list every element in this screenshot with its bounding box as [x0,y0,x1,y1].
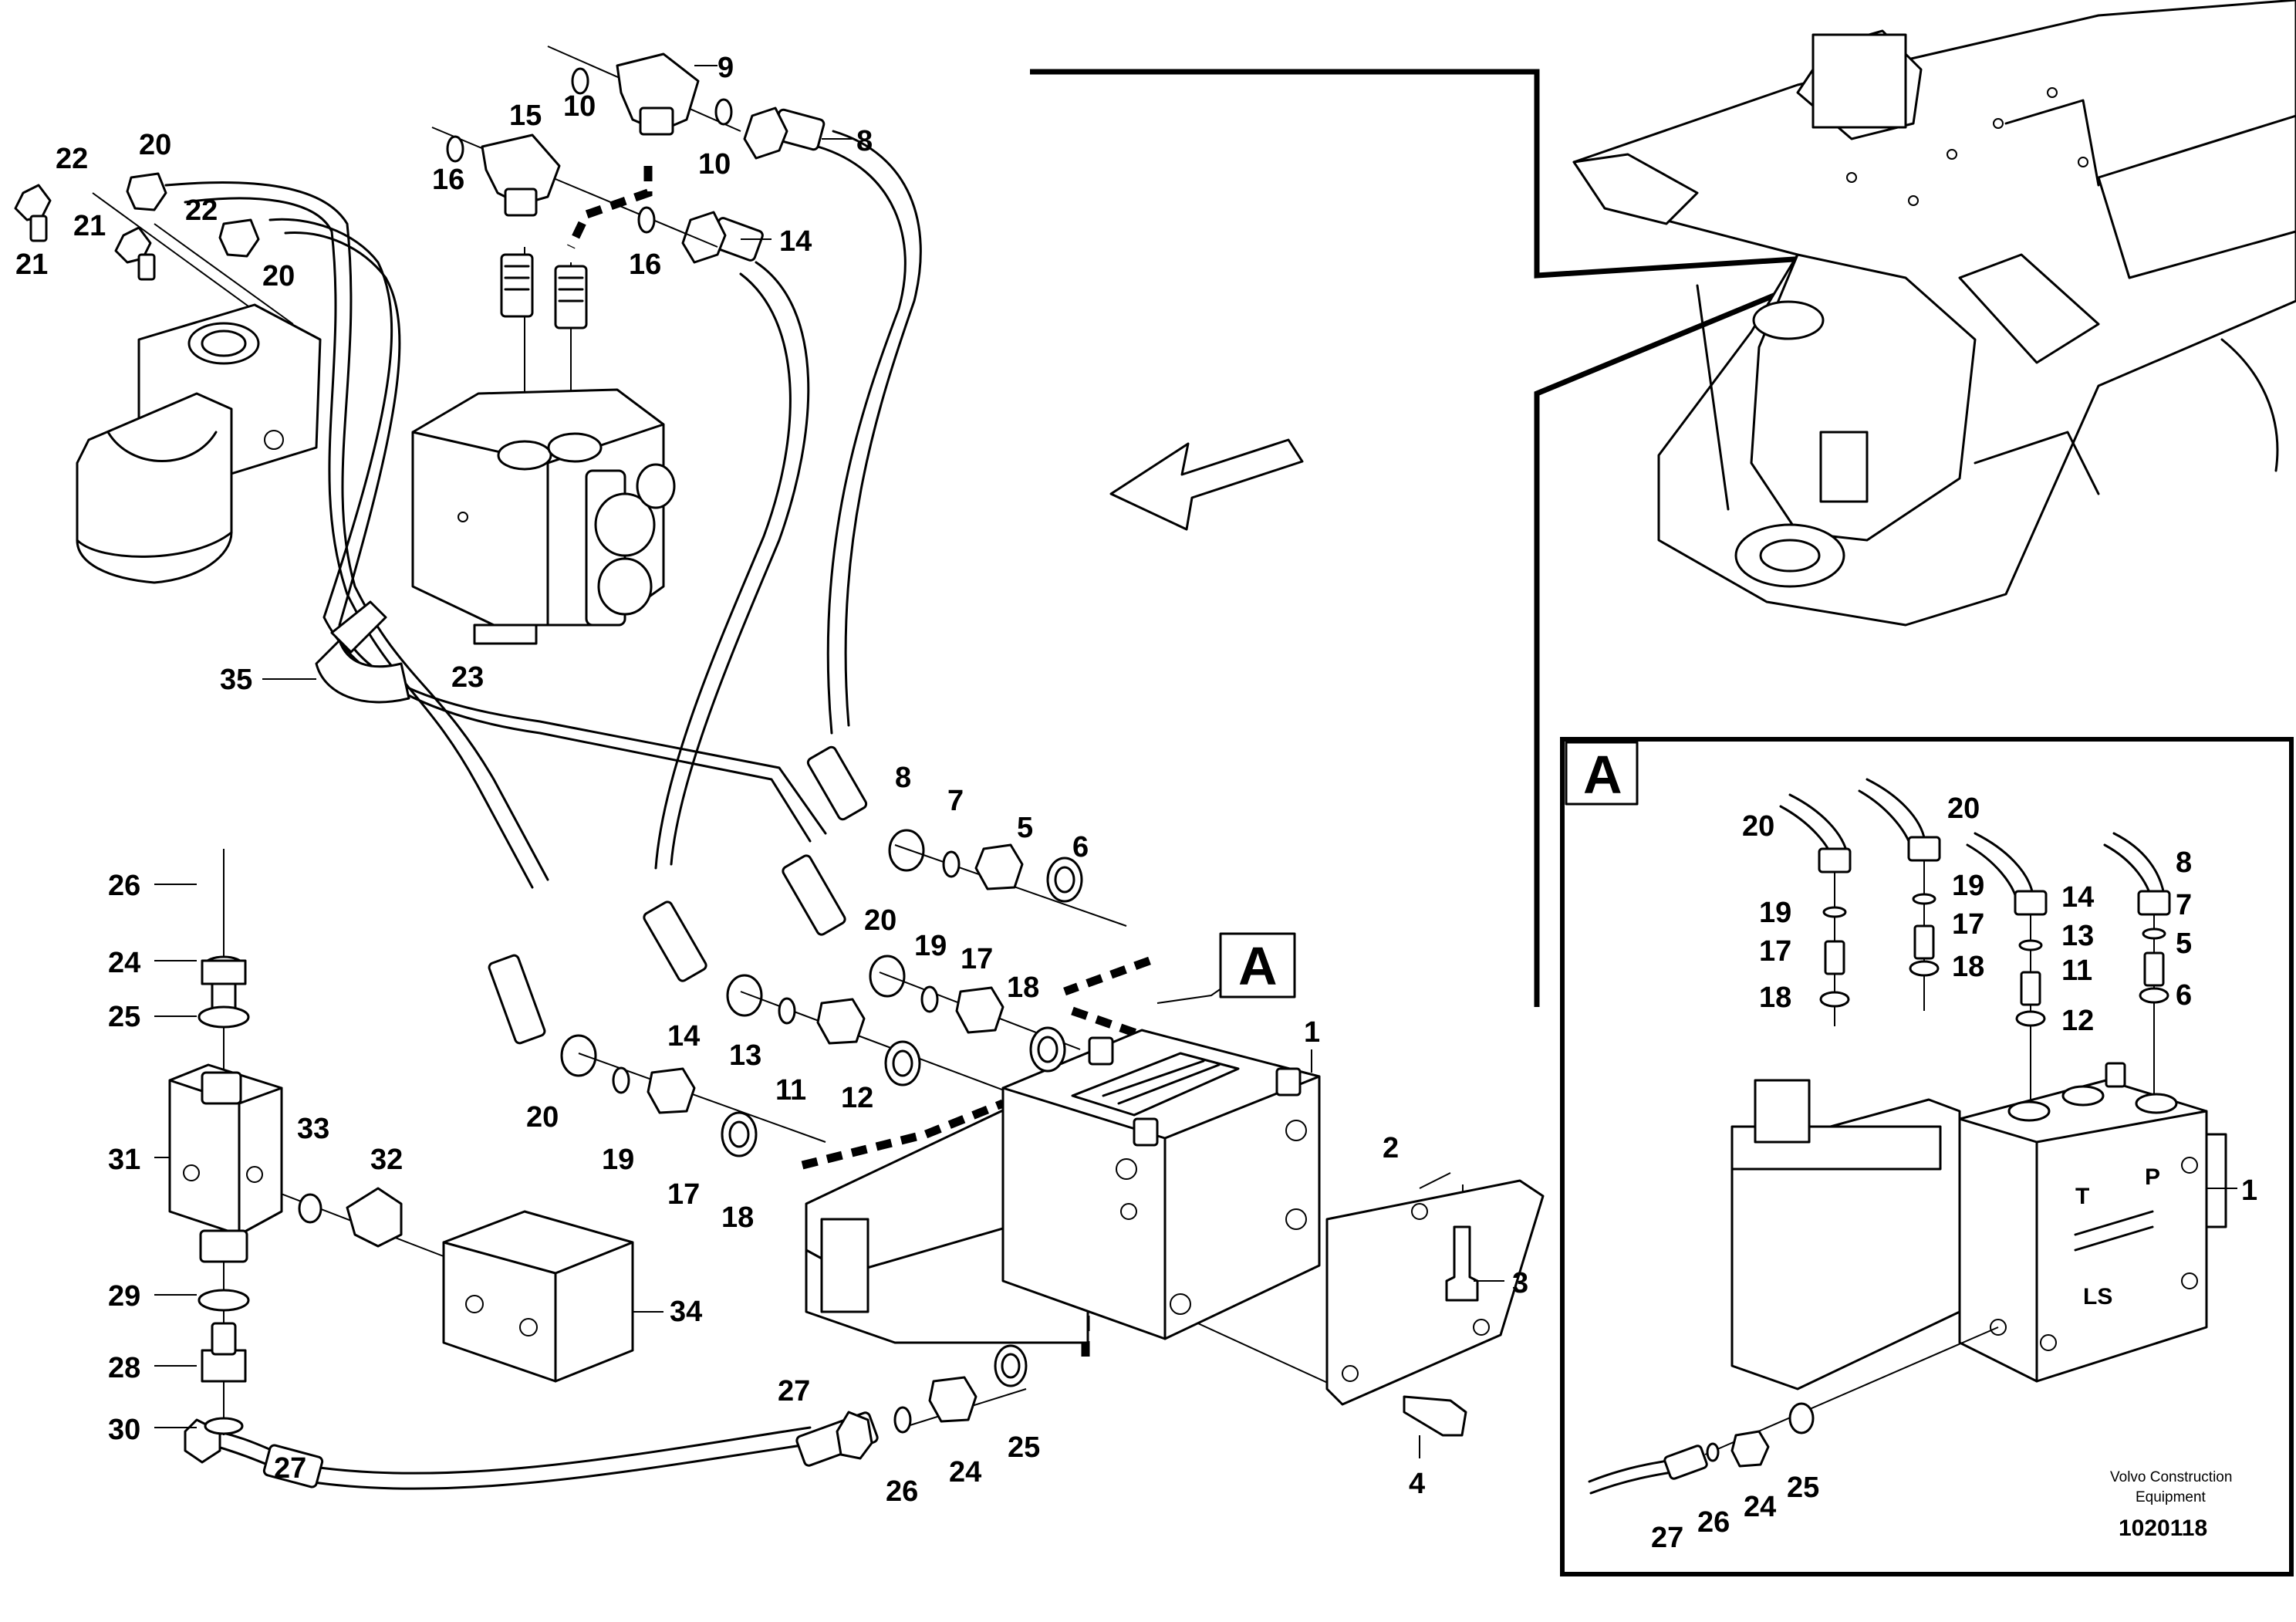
callout-10: 10 [698,148,731,181]
hose-clamp [315,600,410,704]
callout-17: 17 [667,1178,700,1211]
callout-3: 3 [1512,1267,1528,1299]
inset-callout-8: 8 [2176,846,2192,879]
seals-and-adapters [612,843,1083,1434]
callout-29: 29 [108,1280,140,1313]
callout-12: 12 [841,1082,873,1114]
machine-frame-illustration [1572,0,2296,627]
detail-a-box-letter: A [1583,745,1622,805]
callout-14: 14 [779,225,812,258]
port-letter-p: P [2145,1164,2160,1190]
inset-callout-6: 6 [2176,979,2192,1012]
hose-fittings [184,106,925,1489]
callout-19: 19 [914,930,947,962]
callout-26: 26 [886,1475,918,1508]
inset-callout-18: 18 [1759,982,1791,1014]
callout-16: 16 [629,248,661,281]
credit-line-2: Equipment [2136,1489,2207,1505]
inset-callout-26: 26 [1697,1506,1730,1539]
relief-valve-assembly [168,955,634,1435]
inset-callout-18: 18 [1952,951,1984,983]
callout-31: 31 [108,1144,140,1176]
callout-20: 20 [262,260,295,292]
callout-24: 24 [108,947,140,979]
detail-a-callouts: 20 20 8 19 19 14 7 17 17 13 5 18 11 18 1… [1651,792,2257,1554]
detail-a-marker: A [1219,932,1296,999]
inset-callout-1: 1 [2241,1174,2257,1207]
callout-18: 18 [721,1201,754,1234]
callout-9: 9 [718,52,734,84]
inset-callout-20: 20 [1742,810,1774,843]
callout-11: 11 [775,1074,806,1107]
callout-4: 4 [1409,1468,1425,1500]
inset-callout-20: 20 [1947,792,1980,825]
detail-a-marker-letter: A [1238,936,1278,996]
callout-32: 32 [370,1144,403,1176]
inset-callout-27: 27 [1651,1522,1683,1554]
callout-10: 10 [563,90,596,123]
inset-callout-11: 11 [2061,955,2092,987]
inset-callout-14: 14 [2061,881,2094,914]
inset-callout-12: 12 [2061,1005,2094,1037]
callout-22: 22 [56,143,88,175]
inset-callout-24: 24 [1744,1491,1776,1523]
callout-28: 28 [108,1352,140,1384]
callout-20: 20 [139,129,171,161]
callout-5: 5 [1017,812,1033,844]
direction-arrow [1109,438,1304,531]
callout-8: 8 [856,125,873,157]
callout-25: 25 [1008,1431,1040,1464]
credit: Volvo Construction Equipment 1020118 [2110,1469,2232,1541]
inset-callout-17: 17 [1952,908,1984,941]
callout-14: 14 [667,1020,700,1053]
callout-34: 34 [670,1296,702,1328]
callout-25: 25 [108,1001,140,1033]
callout-27: 27 [778,1375,810,1407]
callout-20: 20 [526,1101,559,1134]
callout-21: 21 [73,210,106,242]
callout-27: 27 [274,1452,306,1485]
callout-labels: 9 10 10 8 15 16 16 14 20 22 22 21 21 20 … [15,52,1528,1508]
callout-6: 6 [1072,831,1089,863]
callout-33: 33 [297,1113,329,1145]
callout-17: 17 [961,943,993,975]
callout-18: 18 [1007,972,1039,1004]
inset-callout-19: 19 [1759,897,1791,929]
bracket [1325,1179,1545,1437]
inset-callout-17: 17 [1759,935,1791,968]
callout-8: 8 [895,762,911,794]
callout-15: 15 [509,100,542,132]
callout-1: 1 [1304,1016,1320,1049]
detail-a-inset: A [1560,737,2294,1576]
inset-callout-13: 13 [2061,920,2094,952]
callout-16: 16 [432,164,464,196]
figure-number: 1020118 [2119,1516,2207,1541]
inset-callout-25: 25 [1787,1472,1819,1504]
steering-unit [411,253,676,645]
main-valve-block [805,1029,1321,1344]
port-letter-ls: LS [2083,1284,2112,1309]
callout-22: 22 [185,194,218,227]
port-letter-t: T [2075,1184,2089,1209]
callout-20: 20 [864,904,896,937]
callout-23: 23 [451,661,484,694]
callout-13: 13 [729,1039,761,1072]
inset-callout-5: 5 [2176,928,2192,960]
callout-7: 7 [947,785,964,817]
inset-callout-7: 7 [2176,889,2192,921]
callout-35: 35 [220,664,252,696]
hoses [164,130,922,1490]
callout-30: 30 [108,1414,140,1446]
callout-26: 26 [108,870,140,902]
filter-assembly [14,172,322,584]
inset-callout-19: 19 [1952,870,1984,902]
callout-19: 19 [602,1144,634,1176]
credit-line-1: Volvo Construction [2110,1469,2232,1485]
callout-2: 2 [1383,1132,1399,1164]
frame-pointer-lines [1030,69,1869,1007]
callout-21: 21 [15,248,48,281]
tee-fittings [446,52,733,234]
callout-24: 24 [949,1456,981,1489]
